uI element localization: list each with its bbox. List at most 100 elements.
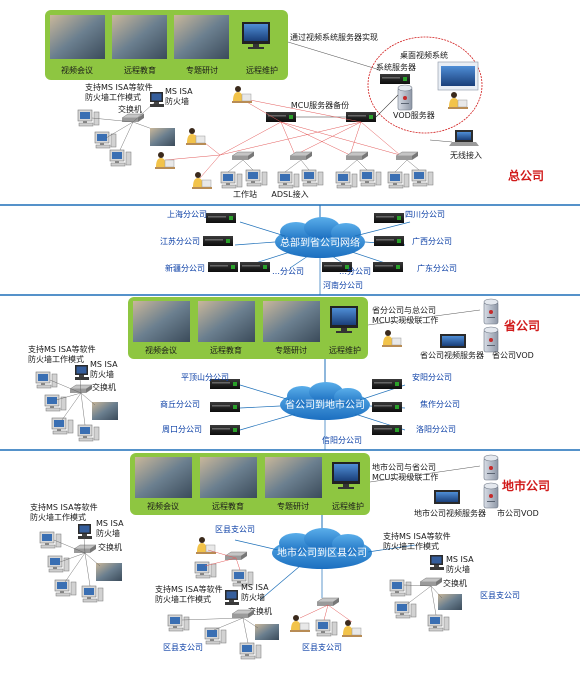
hq-branch-label: 广东分公司 [417, 263, 457, 273]
hq-branch-label: 上海分公司 [167, 209, 207, 219]
province-client-pc-icon [35, 371, 58, 389]
county-firewall-server-icon [430, 555, 444, 570]
hq-meeting-photo [150, 128, 175, 146]
hq-user-icon [191, 171, 213, 190]
hq-switch-icon [231, 151, 255, 161]
county-msisa-label: MS ISA [241, 583, 269, 592]
hq-switch-icon [289, 151, 313, 161]
hq-branch-server-icon [206, 213, 236, 223]
province-msisa-label: MS ISA [90, 360, 118, 369]
province-firewall-software: 支持MS ISA等软件 [28, 344, 96, 354]
city-caption-3: 远程维护 [332, 501, 364, 511]
province-section: 视频会议 远程教育 专题研讨 远程维护 省分公司与总公司 MCU实现级联工作 省… [28, 297, 540, 442]
county-links [299, 604, 353, 623]
city-photo-seminar [265, 457, 322, 498]
hq-branch-label: 四川分公司 [405, 210, 445, 219]
hq-branch-label: 江苏分公司 [160, 236, 200, 246]
hq-branch-label: 广西分公司 [412, 236, 452, 246]
hq-network-cloud [275, 217, 365, 258]
city-msisa-label: MS ISA [96, 519, 124, 528]
hq-caption-1: 远程教育 [124, 65, 156, 75]
hq-branch-label: …分公司 [272, 267, 304, 276]
hq-mesh-links [164, 97, 401, 179]
province-caption-2: 专题研讨 [275, 345, 307, 355]
hq-workstation-icon [359, 169, 382, 187]
county-client-pc-icon [389, 579, 412, 597]
city-meeting-photo [96, 563, 122, 581]
hq-firewall-mode: 防火墙工作模式 [85, 92, 141, 102]
hq-client-pc-icon [94, 131, 117, 149]
county-client-pc-icon [427, 614, 450, 632]
hq-client-pc-icon [77, 109, 100, 127]
hq-workstation-icon [335, 171, 358, 189]
province-mcu-link [367, 309, 481, 326]
hq-workstation-icon [277, 171, 300, 189]
hq-caption-0: 视频会议 [61, 65, 93, 75]
hq-system-server-label: 系统服务器 [376, 62, 416, 72]
province-branch-server-icon [210, 425, 240, 435]
county-switch-label: 交换机 [248, 606, 272, 616]
province-photo-seminar [263, 301, 320, 342]
hq-vod-server-icon [397, 84, 413, 111]
county-firewall-mode: 防火墙工作模式 [383, 541, 439, 551]
city-client-pc-icon [47, 555, 70, 573]
hq-branch-label: 河南分公司 [323, 280, 363, 290]
city-firewall-software: 支持MS ISA等软件 [30, 502, 98, 512]
province-lan-links [49, 377, 96, 426]
hq-branch-server-icon [203, 236, 233, 246]
city-mcu-text-1: 地市公司与省公司 [372, 462, 436, 472]
province-label: 省公司 [503, 318, 540, 333]
county-lan-links [181, 617, 259, 644]
county-meeting-photo [255, 624, 279, 640]
city-network-cloud-label: 地市公司到区县公司 [277, 546, 367, 559]
county-label: 区县支公司 [302, 642, 342, 652]
province-branch-server-icon [372, 402, 402, 412]
county-lan-links [403, 584, 443, 616]
province-branch-label: 商丘分公司 [160, 399, 200, 409]
city-vod-label: 市公司VOD [497, 508, 539, 518]
hq-workstation-label: 工作站 [233, 189, 257, 199]
province-branch-label: 平顶山分公司 [181, 372, 229, 382]
hq-adsl-label: ADSL接入 [271, 189, 308, 199]
hq-user-icon [185, 127, 207, 146]
province-branch-label: 信阳分公司 [322, 435, 362, 445]
city-vod-icon [483, 482, 499, 509]
hq-firewall-software: 支持MS ISA等软件 [85, 82, 153, 92]
county-firewall-label: 防火墙 [241, 592, 265, 602]
province-client-pc-icon [44, 394, 67, 412]
city-photo-video-meeting [135, 457, 192, 498]
province-vod-icon [483, 298, 499, 325]
county-firewall-software: 支持MS ISA等软件 [383, 531, 451, 541]
province-photo-remote-education [198, 301, 255, 342]
province-branch-label: 安阳分公司 [412, 372, 452, 382]
hq-label: 总公司 [508, 168, 544, 183]
hq-workstation-icon [387, 171, 410, 189]
hq-workstation-icon [411, 169, 434, 187]
city-lan-links [53, 536, 101, 587]
city-client-pc-icon [54, 579, 77, 597]
city-client-pc-icon [81, 585, 104, 603]
hq-caption-2: 专题研讨 [186, 65, 218, 75]
city-section: 视频会议 远程教育 专题研讨 远程维护 地市公司与省公司 MCU实现级联工作 地… [30, 453, 550, 603]
county-switch-icon [316, 597, 340, 607]
hq-workstation-icon [220, 171, 243, 189]
province-network-cloud-label: 省公司到地市公司 [285, 398, 365, 411]
province-network-cloud [280, 382, 370, 420]
province-firewall-label: 防火墙 [90, 369, 114, 379]
county-user-icon [341, 619, 363, 638]
hq-desktop-video-label: 桌面视频系统 [400, 50, 448, 60]
hq-photo-remote-education [112, 15, 167, 59]
county-core-switch-icon [419, 577, 443, 587]
county-user-icon [289, 614, 311, 633]
hq-network: 总部到省公司网络 上海分公司 四川分公司 江苏分公司 广西分公司 新疆分公司 广… [160, 209, 457, 295]
province-client-pc-icon [51, 417, 74, 435]
province-branch-server-icon [372, 425, 402, 435]
county-label: 区县支公司 [480, 590, 520, 600]
city-mcu-link [369, 465, 481, 483]
hq-panel-connector [287, 41, 381, 71]
province-firewall-server-icon [75, 365, 89, 380]
hq-wireless-label: 无线接入 [450, 150, 482, 160]
hq-branch-label: …分公司 [339, 267, 371, 276]
hq-mcu-server-link [375, 94, 399, 118]
